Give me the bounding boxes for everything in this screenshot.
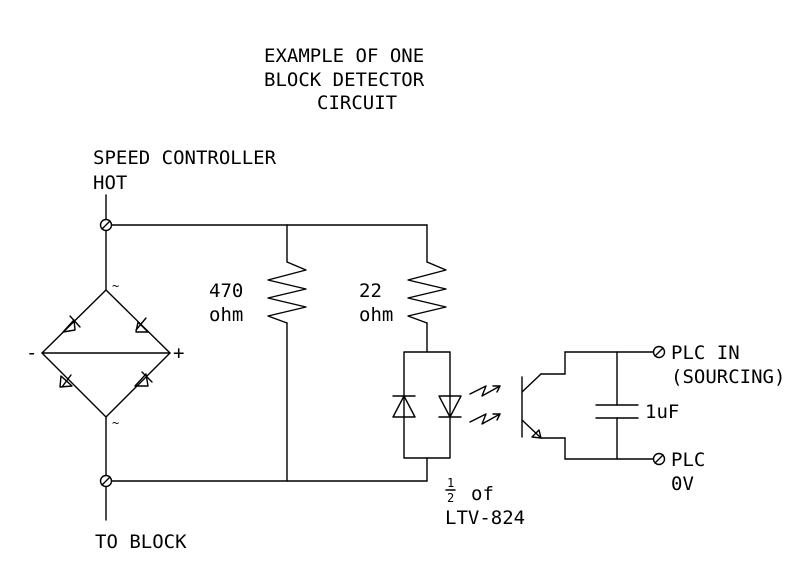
title-line-1: EXAMPLE OF ONE [264, 45, 424, 67]
speed-controller-label: SPEED CONTROLLER [93, 147, 277, 169]
opto-half-numerator: 1 [447, 476, 454, 490]
resistor-22 [407, 224, 447, 353]
bridge-diode-top-left [62, 315, 81, 333]
plc-0v-label-1: PLC [671, 449, 705, 471]
opto-half-denominator: 2 [447, 491, 454, 505]
bridge-ac-bottom-label: ~ [112, 416, 119, 430]
bridge-rectifier [41, 230, 171, 476]
bridge-minus-label: - [26, 342, 37, 364]
resistor-470-value: 470 [209, 280, 243, 302]
to-block-terminal [99, 474, 113, 521]
title-line-2: BLOCK DETECTOR [264, 69, 425, 91]
bridge-ac-top-label: ~ [112, 279, 119, 293]
plc-0v-label-2: 0V [671, 473, 694, 495]
bridge-plus-label: + [173, 342, 184, 364]
to-block-label: TO BLOCK [95, 531, 187, 553]
plc-in-label: PLC IN [671, 342, 740, 364]
opto-of-label: of [471, 483, 494, 505]
hot-label: HOT [93, 172, 127, 194]
resistor-22-unit: ohm [359, 304, 393, 326]
bridge-diode-bottom-right [134, 371, 153, 387]
opto-fraction: 1 2 [445, 476, 456, 505]
resistor-22-value: 22 [359, 280, 382, 302]
opto-led-pair [392, 351, 462, 482]
capacitor-1uf [595, 351, 639, 460]
opto-light-arrows [469, 385, 501, 425]
bridge-diode-bottom-left [59, 374, 73, 388]
opto-part-label: LTV-824 [445, 507, 525, 529]
plc-0v-terminal [652, 452, 666, 466]
capacitor-label: 1uF [645, 401, 679, 423]
hot-terminal [99, 194, 113, 232]
resistor-470 [267, 224, 307, 482]
title-line-3: CIRCUIT [317, 92, 397, 114]
bridge-diode-top-right [135, 317, 149, 333]
resistor-470-unit: ohm [209, 304, 243, 326]
phototransistor [521, 351, 566, 460]
plc-in-terminal [652, 345, 666, 359]
plc-sourcing-label: (SOURCING) [671, 366, 785, 388]
